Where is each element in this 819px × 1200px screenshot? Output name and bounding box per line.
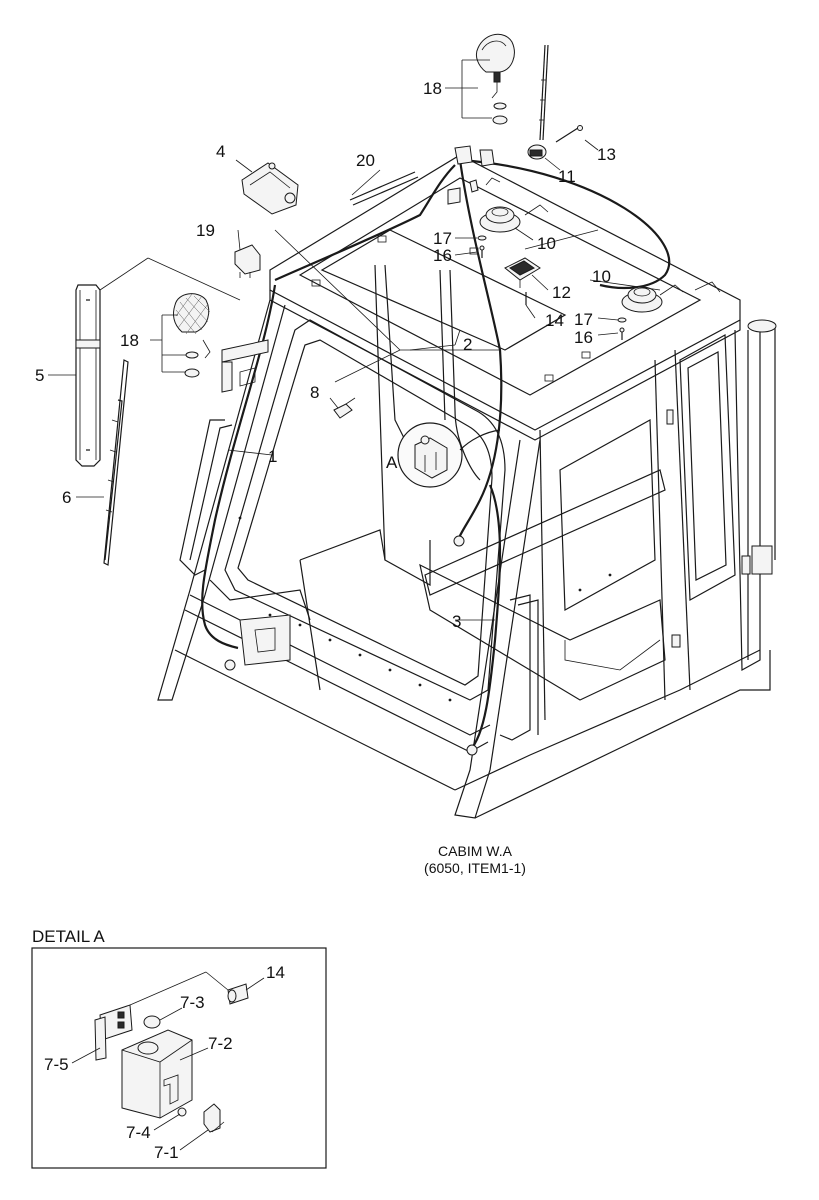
label-part-14: 14 [545,311,564,330]
wiper-blade-6 [103,359,129,566]
label-part-2: 2 [463,335,472,354]
speaker-10-b [621,284,684,313]
label-part-1: 1 [268,447,277,466]
label-part-16a: 16 [433,246,452,265]
label-part-12: 12 [552,283,571,302]
screws-16-17 [477,235,627,340]
label-part-11: 11 [558,167,576,186]
wire-harness-1 [201,284,277,650]
wiper-arm-5 [75,284,101,467]
label-part-4: 4 [216,142,225,161]
label-part-5: 5 [35,366,44,385]
detail-title: DETAIL A [32,927,105,946]
detail-label-7-2: 7-2 [208,1034,233,1053]
part-labels: 1 2 3 4 5 6 8 10 10 11 12 13 14 16 16 17… [35,79,616,631]
label-part-10a: 10 [537,234,556,253]
wire-harness-2 [274,158,671,541]
detail-leaders [71,971,265,1151]
connector-plug [466,744,478,756]
screw-13-head [577,125,583,131]
speaker-10-a [479,204,549,233]
label-part-20: 20 [356,151,375,170]
detail-a-callout [397,422,501,488]
strip-20 [349,171,419,206]
connector-plug [453,535,465,547]
label-part-17b: 17 [574,310,593,329]
detail-labels: 14 7-3 7-2 7-5 7-4 7-1 [44,963,285,1162]
label-detail-ref: A [386,453,398,472]
leader-lines [48,59,661,621]
detail-label-7-4: 7-4 [126,1123,151,1142]
detail-label-7-1: 7-1 [154,1143,179,1162]
caption-line-2: (6050, ITEM1-1) [424,860,526,876]
label-part-13: 13 [597,145,616,164]
screw-13 [555,127,579,143]
relay-19 [234,244,261,278]
antenna [527,44,549,160]
label-part-18a: 18 [423,79,442,98]
detail-label-7-5: 7-5 [44,1055,69,1074]
label-part-17a: 17 [433,229,452,248]
label-part-6: 6 [62,488,71,507]
label-part-19: 19 [196,221,215,240]
switch-12 [504,257,541,288]
label-part-3: 3 [452,612,461,631]
cabin-frame [157,154,777,819]
mirror-part-4 [241,162,299,215]
lamp-bracket [221,339,269,393]
wire-harness-3 [469,484,502,751]
detail-label-14: 14 [266,963,285,982]
label-part-16b: 16 [574,328,593,347]
label-part-18b: 18 [120,331,139,350]
clip-8 [333,397,356,419]
label-part-8: 8 [310,383,319,402]
caption-line-1: CABIM W.A [438,843,513,859]
work-lamp-top [475,33,515,125]
detail-label-7-3: 7-3 [180,993,205,1012]
work-lamp-side [173,293,211,378]
label-part-10b: 10 [592,267,611,286]
roof-connectors [447,145,501,205]
